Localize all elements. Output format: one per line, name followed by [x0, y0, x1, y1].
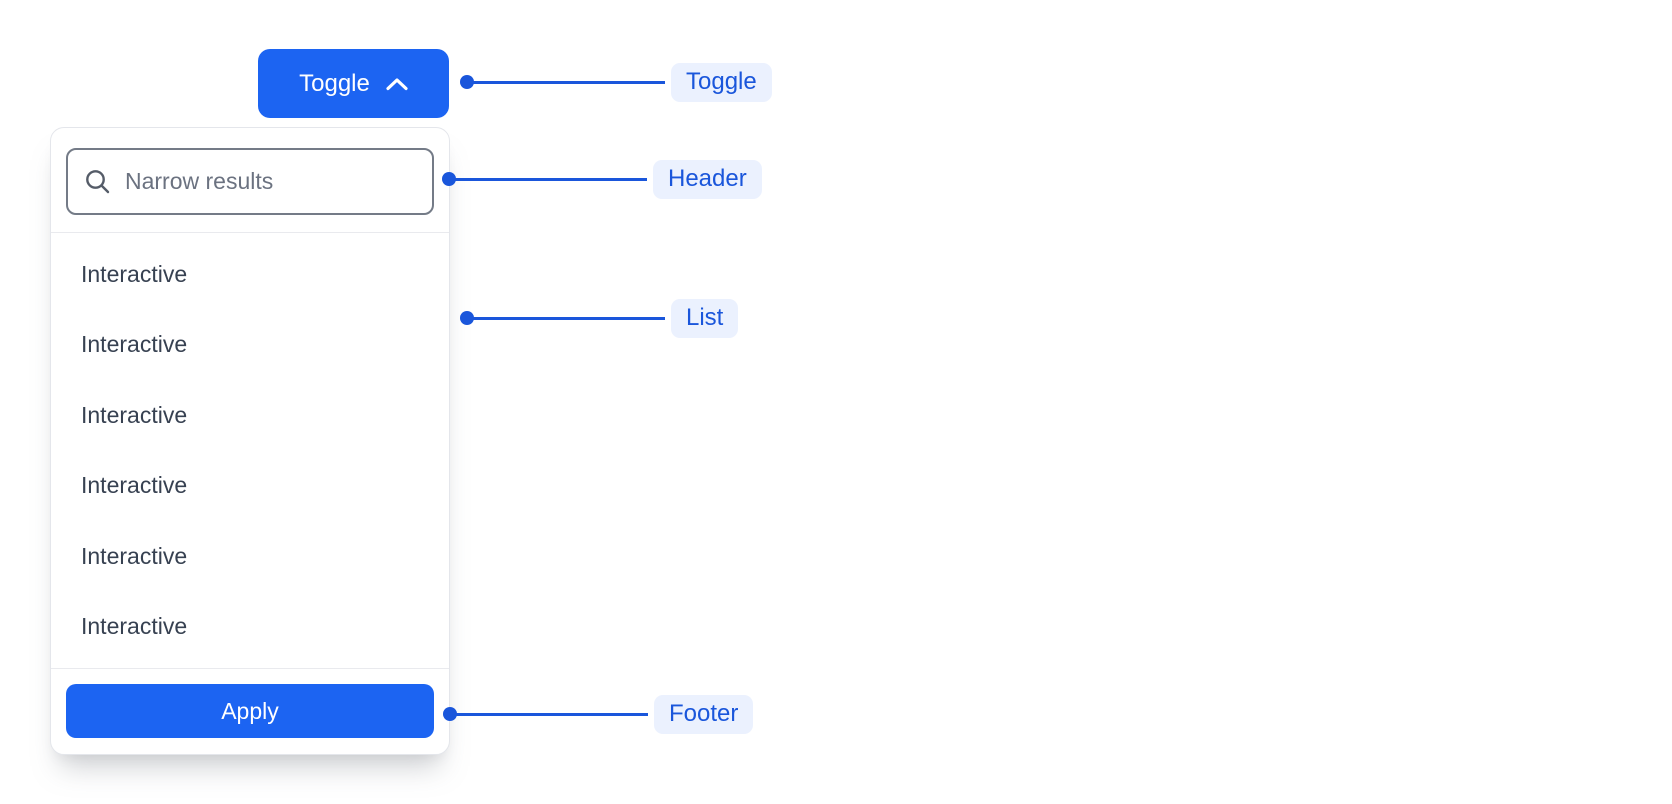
list-item[interactable]: Interactive — [81, 542, 188, 569]
dropdown-list: Interactive Interactive Interactive Inte… — [51, 233, 449, 668]
annotation-list: List — [460, 298, 739, 338]
annotation-label-toggle: Toggle — [671, 62, 772, 102]
annotation-toggle: Toggle — [460, 62, 772, 102]
annotation-header: Header — [442, 159, 762, 199]
annotation-label-list: List — [671, 298, 739, 338]
annotation-dot — [460, 311, 474, 325]
list-item[interactable]: Interactive — [81, 331, 188, 358]
list-item[interactable]: Interactive — [81, 472, 188, 499]
list-item[interactable]: Interactive — [81, 260, 188, 287]
dropdown-panel: Interactive Interactive Interactive Inte… — [50, 127, 450, 755]
list-item[interactable]: Interactive — [81, 613, 188, 640]
toggle-button-label: Toggle — [299, 69, 370, 97]
annotation-line — [472, 80, 665, 84]
search-input[interactable] — [125, 168, 416, 195]
search-icon — [84, 168, 111, 195]
dropdown-header — [51, 128, 449, 233]
annotation-line — [454, 177, 647, 181]
annotation-dot — [442, 172, 456, 186]
annotation-label-footer: Footer — [654, 694, 754, 734]
apply-button[interactable]: Apply — [66, 684, 434, 738]
list-item[interactable]: Interactive — [81, 401, 188, 428]
dropdown-footer: Apply — [51, 668, 449, 754]
annotation-line — [472, 316, 665, 320]
annotation-dot — [443, 707, 457, 721]
toggle-button[interactable]: Toggle — [258, 49, 449, 118]
annotation-line — [455, 712, 648, 716]
annotation-dot — [460, 75, 474, 89]
annotation-footer: Footer — [443, 694, 754, 734]
search-box[interactable] — [66, 148, 434, 215]
chevron-up-icon — [386, 77, 408, 91]
annotation-label-header: Header — [653, 159, 762, 199]
